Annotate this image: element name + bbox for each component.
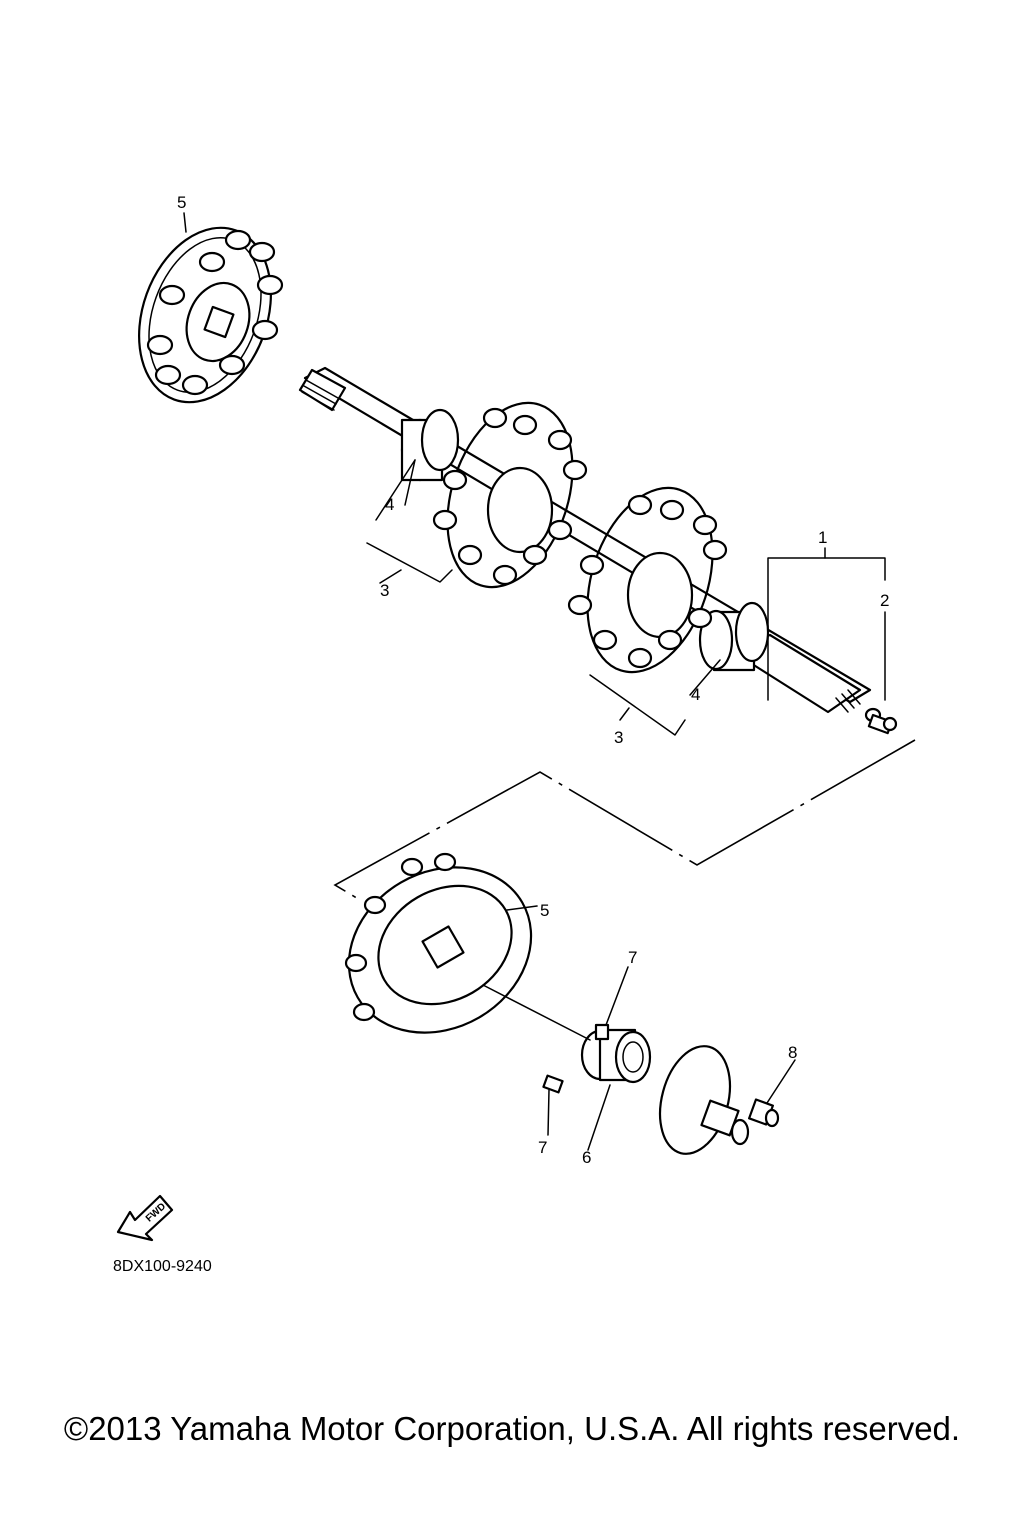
callout-label-3-lower: 3 [614,728,623,747]
fwd-arrow-icon: FWD [116,1194,174,1242]
set-screw-7-lower [542,1074,564,1094]
bearing-6 [580,1028,652,1084]
callout-label-4-lower: 4 [691,685,700,704]
sprocket-5-upper [138,226,284,404]
callout-label-5-upper: 5 [177,193,186,212]
callout-label-5-lower: 5 [540,901,549,920]
set-screw-7-upper [594,1023,610,1041]
callout-leaders-upper [183,212,886,736]
nut-2 [864,707,898,735]
collar-4-left [400,408,460,482]
callout-label-2: 2 [880,591,889,610]
callout-label-7-upper: 7 [628,948,637,967]
sprocket-3-middle [432,401,588,589]
callout-label-7-lower: 7 [538,1138,547,1157]
assembly-dashed-line [333,739,916,901]
callout-leaders-lower [482,905,796,1151]
callout-label-6: 6 [582,1148,591,1167]
sprocket-5-lower [344,852,533,1034]
callout-label-4-upper: 4 [385,495,394,514]
callout-label-1: 1 [818,528,827,547]
callout-label-3-upper: 3 [380,581,389,600]
flange-hub [658,1045,750,1155]
part-code: 8DX100-9240 [113,1258,212,1275]
copyright-notice: ©2013 Yamaha Motor Corporation, U.S.A. A… [63,1410,961,1447]
drive-shaft [298,366,872,714]
callout-label-8: 8 [788,1043,797,1062]
sprocket-3-lower [567,486,728,674]
nut-8 [748,1098,780,1128]
